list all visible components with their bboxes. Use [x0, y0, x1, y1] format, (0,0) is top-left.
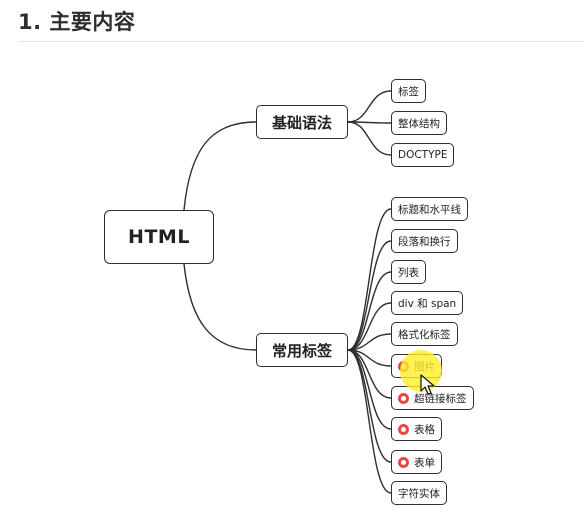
branch-to-leaf-connector	[347, 208, 392, 351]
branch-to-leaf-connector	[347, 271, 392, 351]
leaf-node[interactable]: DOCTYPE	[391, 143, 455, 167]
branch-node-common-tags[interactable]: 常用标签	[256, 333, 348, 367]
leaf-node[interactable]: 格式化标签	[391, 322, 458, 346]
leaf-node[interactable]: 段落和换行	[391, 229, 458, 253]
leaf-node[interactable]: 列表	[391, 260, 426, 284]
leaf-label: DOCTYPE	[398, 149, 448, 161]
leaf-label: 表格	[414, 423, 435, 436]
branch-to-leaf-connector	[347, 302, 392, 351]
leaf-label: 标题和水平线	[398, 203, 461, 216]
branch-to-leaf-connector	[347, 349, 392, 399]
branch-to-leaf-connector	[347, 240, 392, 351]
leaf-label: 列表	[398, 266, 419, 279]
marker-pin-icon	[398, 392, 409, 404]
branch-to-leaf-connector	[347, 349, 392, 494]
leaf-node[interactable]: div 和 span	[391, 291, 464, 315]
leaf-node[interactable]: 标签	[391, 79, 426, 103]
leaf-label: 表单	[414, 456, 435, 469]
marker-pin-icon	[398, 423, 409, 435]
leaf-label: 超链接标签	[414, 392, 467, 405]
section-heading: 1. 主要内容	[18, 10, 136, 34]
mouse-pointer-icon	[420, 374, 435, 395]
root-to-branch-connector	[183, 263, 257, 351]
leaf-label: 整体结构	[398, 117, 440, 130]
leaf-node[interactable]: 表格	[391, 417, 442, 441]
leaf-label: 段落和换行	[398, 235, 451, 248]
branch-node-syntax[interactable]: 基础语法	[256, 105, 348, 139]
leaf-label: div 和 span	[398, 297, 457, 310]
leaf-node[interactable]: 整体结构	[391, 111, 447, 135]
branch-to-leaf-connector	[347, 349, 392, 463]
leaf-label: 标签	[398, 85, 419, 98]
leaf-node[interactable]: 标题和水平线	[391, 197, 468, 221]
branch-to-leaf-connector	[347, 349, 392, 430]
leaf-node[interactable]: 字符实体	[391, 481, 447, 505]
branch-to-leaf-connector	[347, 333, 392, 351]
leaf-label: 字符实体	[398, 487, 440, 500]
mindmap-root-node[interactable]: HTML	[104, 210, 214, 264]
root-to-branch-connector	[183, 121, 257, 211]
heading-divider	[18, 41, 584, 42]
marker-pin-icon	[398, 456, 409, 468]
leaf-node[interactable]: 表单	[391, 450, 442, 474]
leaf-label: 格式化标签	[398, 328, 451, 341]
branch-to-leaf-connector	[347, 121, 392, 156]
branch-to-leaf-connector	[347, 90, 392, 123]
